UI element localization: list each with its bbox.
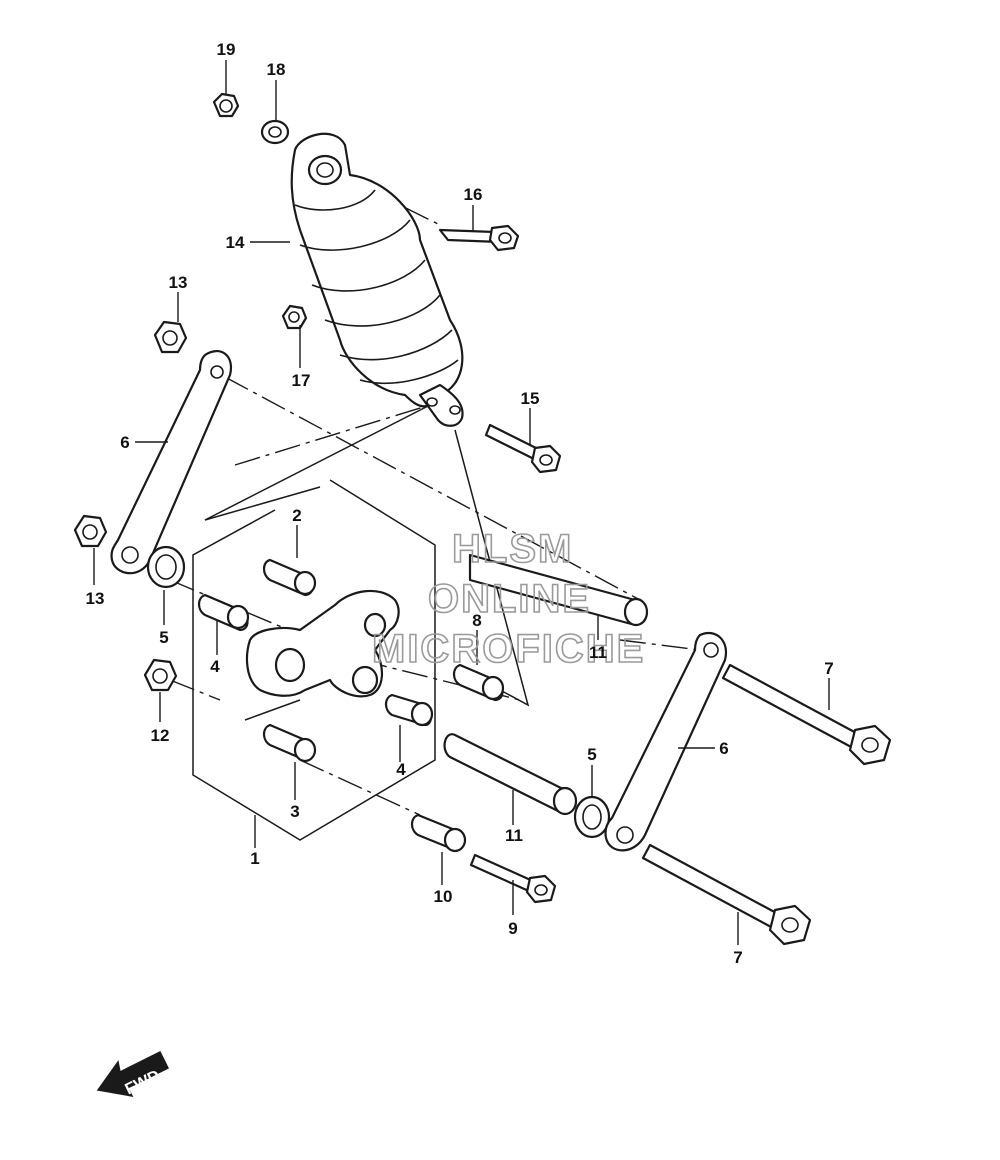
bearing-4-left — [197, 593, 250, 632]
bolt-9 — [469, 853, 557, 904]
callouts: 19 18 16 14 13 17 15 6 2 13 5 4 8 11 7 1… — [86, 40, 834, 967]
callout-3: 3 — [290, 802, 299, 821]
leader-lines — [93, 60, 830, 945]
callout-4-right: 4 — [396, 760, 406, 779]
watermark-line1: HLSM — [452, 527, 573, 571]
callout-5-right: 5 — [587, 745, 596, 764]
nut-17 — [281, 304, 308, 330]
callout-13-lower: 13 — [86, 589, 105, 608]
callout-6-left: 6 — [120, 433, 129, 452]
bolt-15 — [484, 423, 562, 474]
watermark: HLSM ONLINE MICROFICHE — [371, 526, 645, 672]
callout-13-upper: 13 — [169, 273, 188, 292]
callout-10: 10 — [434, 887, 453, 906]
bearing-4-right — [384, 693, 434, 727]
nut-13-upper — [153, 320, 188, 354]
fwd-arrow-icon: FWD — [96, 1050, 170, 1098]
callout-11-upper: 11 — [589, 643, 607, 662]
callout-16: 16 — [464, 185, 483, 204]
bearing-2 — [262, 558, 317, 597]
bearing-3 — [262, 723, 317, 763]
bolt-7-lower — [641, 843, 812, 946]
watermark-line3: MICROFICHE — [372, 627, 645, 671]
callout-18: 18 — [267, 60, 286, 79]
sleeve-11-lower — [443, 733, 578, 816]
callout-1: 1 — [250, 849, 259, 868]
washer-5-left — [146, 545, 186, 589]
callout-7-upper: 7 — [824, 659, 833, 678]
washer-18 — [260, 119, 290, 145]
cushion-lever — [245, 589, 400, 698]
link-6-right — [604, 632, 728, 852]
callout-17: 17 — [292, 371, 311, 390]
link-6-left — [110, 350, 233, 575]
sleeve-11-upper — [468, 553, 649, 627]
callout-9: 9 — [508, 919, 517, 938]
nut-13-lower — [73, 514, 108, 548]
callout-14: 14 — [226, 233, 245, 252]
nut-19 — [212, 92, 240, 118]
callout-12: 12 — [151, 726, 170, 745]
bolt-7-upper — [721, 663, 892, 766]
callout-11-lower: 11 — [505, 826, 523, 845]
shock-absorber — [290, 132, 464, 427]
collar-10 — [410, 813, 467, 853]
callout-5-left: 5 — [159, 628, 168, 647]
collar-8 — [452, 663, 505, 702]
watermark-line2: ONLINE — [428, 577, 591, 621]
bolt-16 — [438, 224, 520, 252]
callout-2: 2 — [292, 506, 301, 525]
assembly-frame — [192, 404, 530, 841]
washer-5-right — [573, 795, 611, 839]
callout-15: 15 — [521, 389, 540, 408]
callout-6-right: 6 — [719, 739, 728, 758]
callout-4-left: 4 — [210, 657, 220, 676]
nut-12 — [143, 658, 178, 692]
callout-8: 8 — [472, 611, 481, 630]
callout-19: 19 — [217, 40, 236, 59]
callout-7-lower: 7 — [733, 948, 742, 967]
